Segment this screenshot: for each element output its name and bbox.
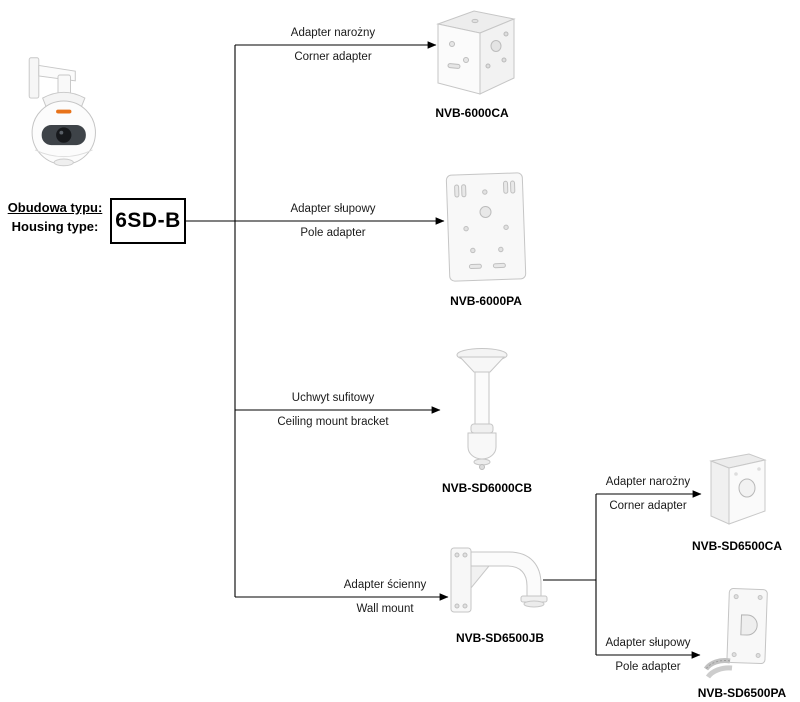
branch-label-pl: Adapter narożny [290,27,376,39]
housing-type-label-pl: Obudowa typu: [7,200,103,215]
branch-label-en: Wall mount [356,603,414,615]
branch-label-en: Corner adapter [294,51,372,63]
sub-branch-label-en: Corner adapter [609,500,687,512]
housing-model-box: 6SD-B [110,198,186,244]
branch-label-pl: Adapter słupowy [290,203,376,215]
pole-adapter-image [436,166,536,293]
branch-label-en: Pole adapter [300,227,366,239]
sub-branch-label-pl: Adapter słupowy [605,637,691,649]
wall-mount-image [443,536,559,631]
sub-branch-label-pl: Adapter narożny [605,476,691,488]
product-code: NVB-6000CA [435,106,509,120]
product-code: NVB-SD6500CA [691,539,783,553]
sub-pole-adapter-image [696,585,781,685]
product-code: NVB-6000PA [450,294,522,308]
housing-type-label-en: Housing type: [11,219,99,234]
ptz-camera-image [8,52,108,201]
product-code: NVB-SD6500PA [697,686,787,700]
product-code: NVB-SD6500JB [455,631,545,645]
sub-corner-adapter-image [703,445,773,532]
branch-label-en: Ceiling mount bracket [277,416,389,428]
product-code: NVB-SD6000CB [441,481,533,495]
branch-label-pl: Uchwyt sufitowy [291,392,375,404]
ceiling-mount-image [450,346,514,481]
sub-branch-label-en: Pole adapter [615,661,681,673]
branch-label-pl: Adapter ścienny [343,579,427,591]
corner-adapter-image [428,4,523,104]
housing-model-value: 6SD-B [115,209,181,232]
